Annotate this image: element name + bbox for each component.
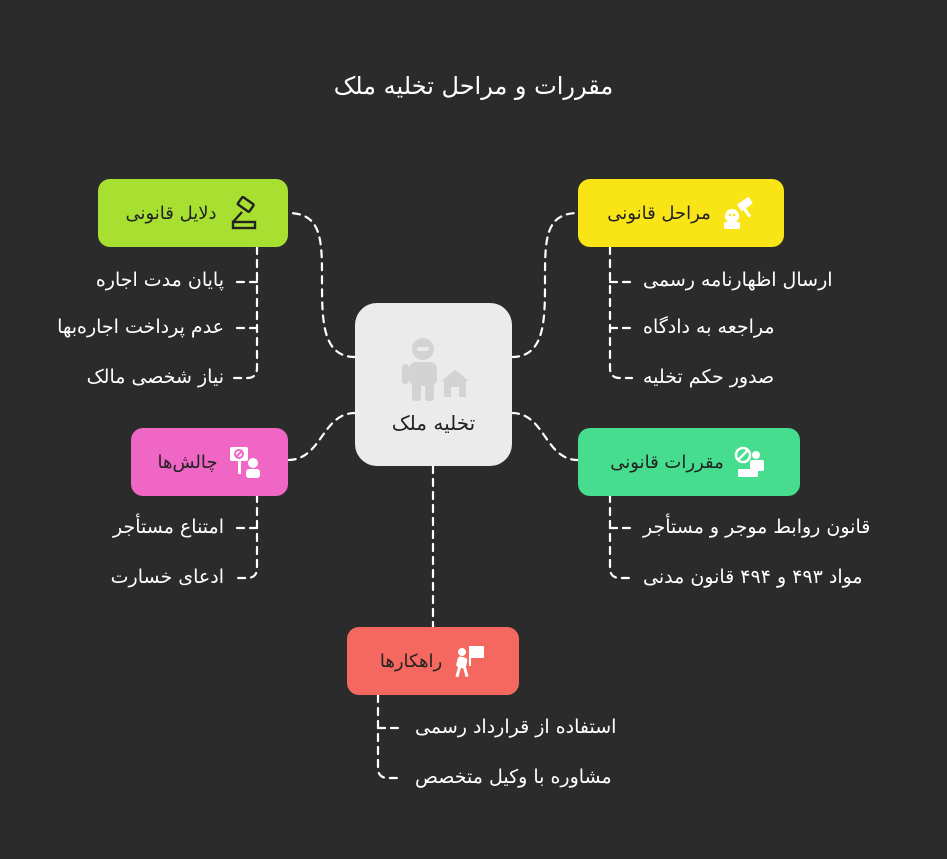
node-legal-regulations-label: مقررات قانونی <box>610 451 724 473</box>
connector-challenges <box>286 411 357 462</box>
node-challenges-label: چالش‌ها <box>157 451 218 473</box>
node-legal-reasons: دلایل قانونی <box>98 179 288 247</box>
gavel-person-icon <box>721 196 755 230</box>
legal-steps-item: مراجعه به دادگاه <box>643 316 775 338</box>
node-legal-regulations: مقررات قانونی <box>578 428 800 496</box>
node-challenges: چالش‌ها <box>131 428 288 496</box>
node-legal-steps-label: مراحل قانونی <box>607 202 711 224</box>
solutions-item: مشاوره با وکیل متخصص <box>415 766 612 788</box>
protest-sign-icon <box>228 445 262 479</box>
legal-reasons-item: نیاز شخصی مالک <box>86 366 224 388</box>
forbidden-person-icon <box>734 445 768 479</box>
connector-legal-reasons <box>286 211 357 359</box>
gavel-icon <box>227 196 261 230</box>
node-solutions: راهکارها <box>347 627 519 695</box>
connector-legal-steps <box>510 211 580 359</box>
legal-steps-item: ارسال اظهارنامه رسمی <box>643 269 833 291</box>
challenges-item: ادعای خسارت <box>110 566 224 588</box>
legal-regulations-item: مواد ۴۹۳ و ۴۹۴ قانون مدنی <box>643 566 863 588</box>
center-label: تخلیه ملک <box>391 410 476 435</box>
node-solutions-label: راهکارها <box>379 650 443 672</box>
connector-legal-regulations <box>510 411 580 462</box>
legal-reasons-item: پایان مدت اجاره <box>95 269 224 291</box>
challenges-item: امتناع مستأجر <box>113 516 224 538</box>
legal-regulations-item: قانون روابط موجر و مستأجر <box>643 516 871 538</box>
node-legal-steps: مراحل قانونی <box>578 179 784 247</box>
legal-steps-item: صدور حکم تخلیه <box>643 366 775 388</box>
person-flag-icon <box>452 644 486 678</box>
person-house-icon <box>401 337 469 401</box>
node-legal-reasons-label: دلایل قانونی <box>125 202 217 224</box>
solutions-item: استفاده از قرارداد رسمی <box>415 716 617 738</box>
legal-reasons-item: عدم پرداخت اجاره‌بها <box>57 316 224 338</box>
diagram-title: مقررات و مراحل تخلیه ملک <box>333 72 614 100</box>
center-node: تخلیه ملک <box>355 303 512 466</box>
